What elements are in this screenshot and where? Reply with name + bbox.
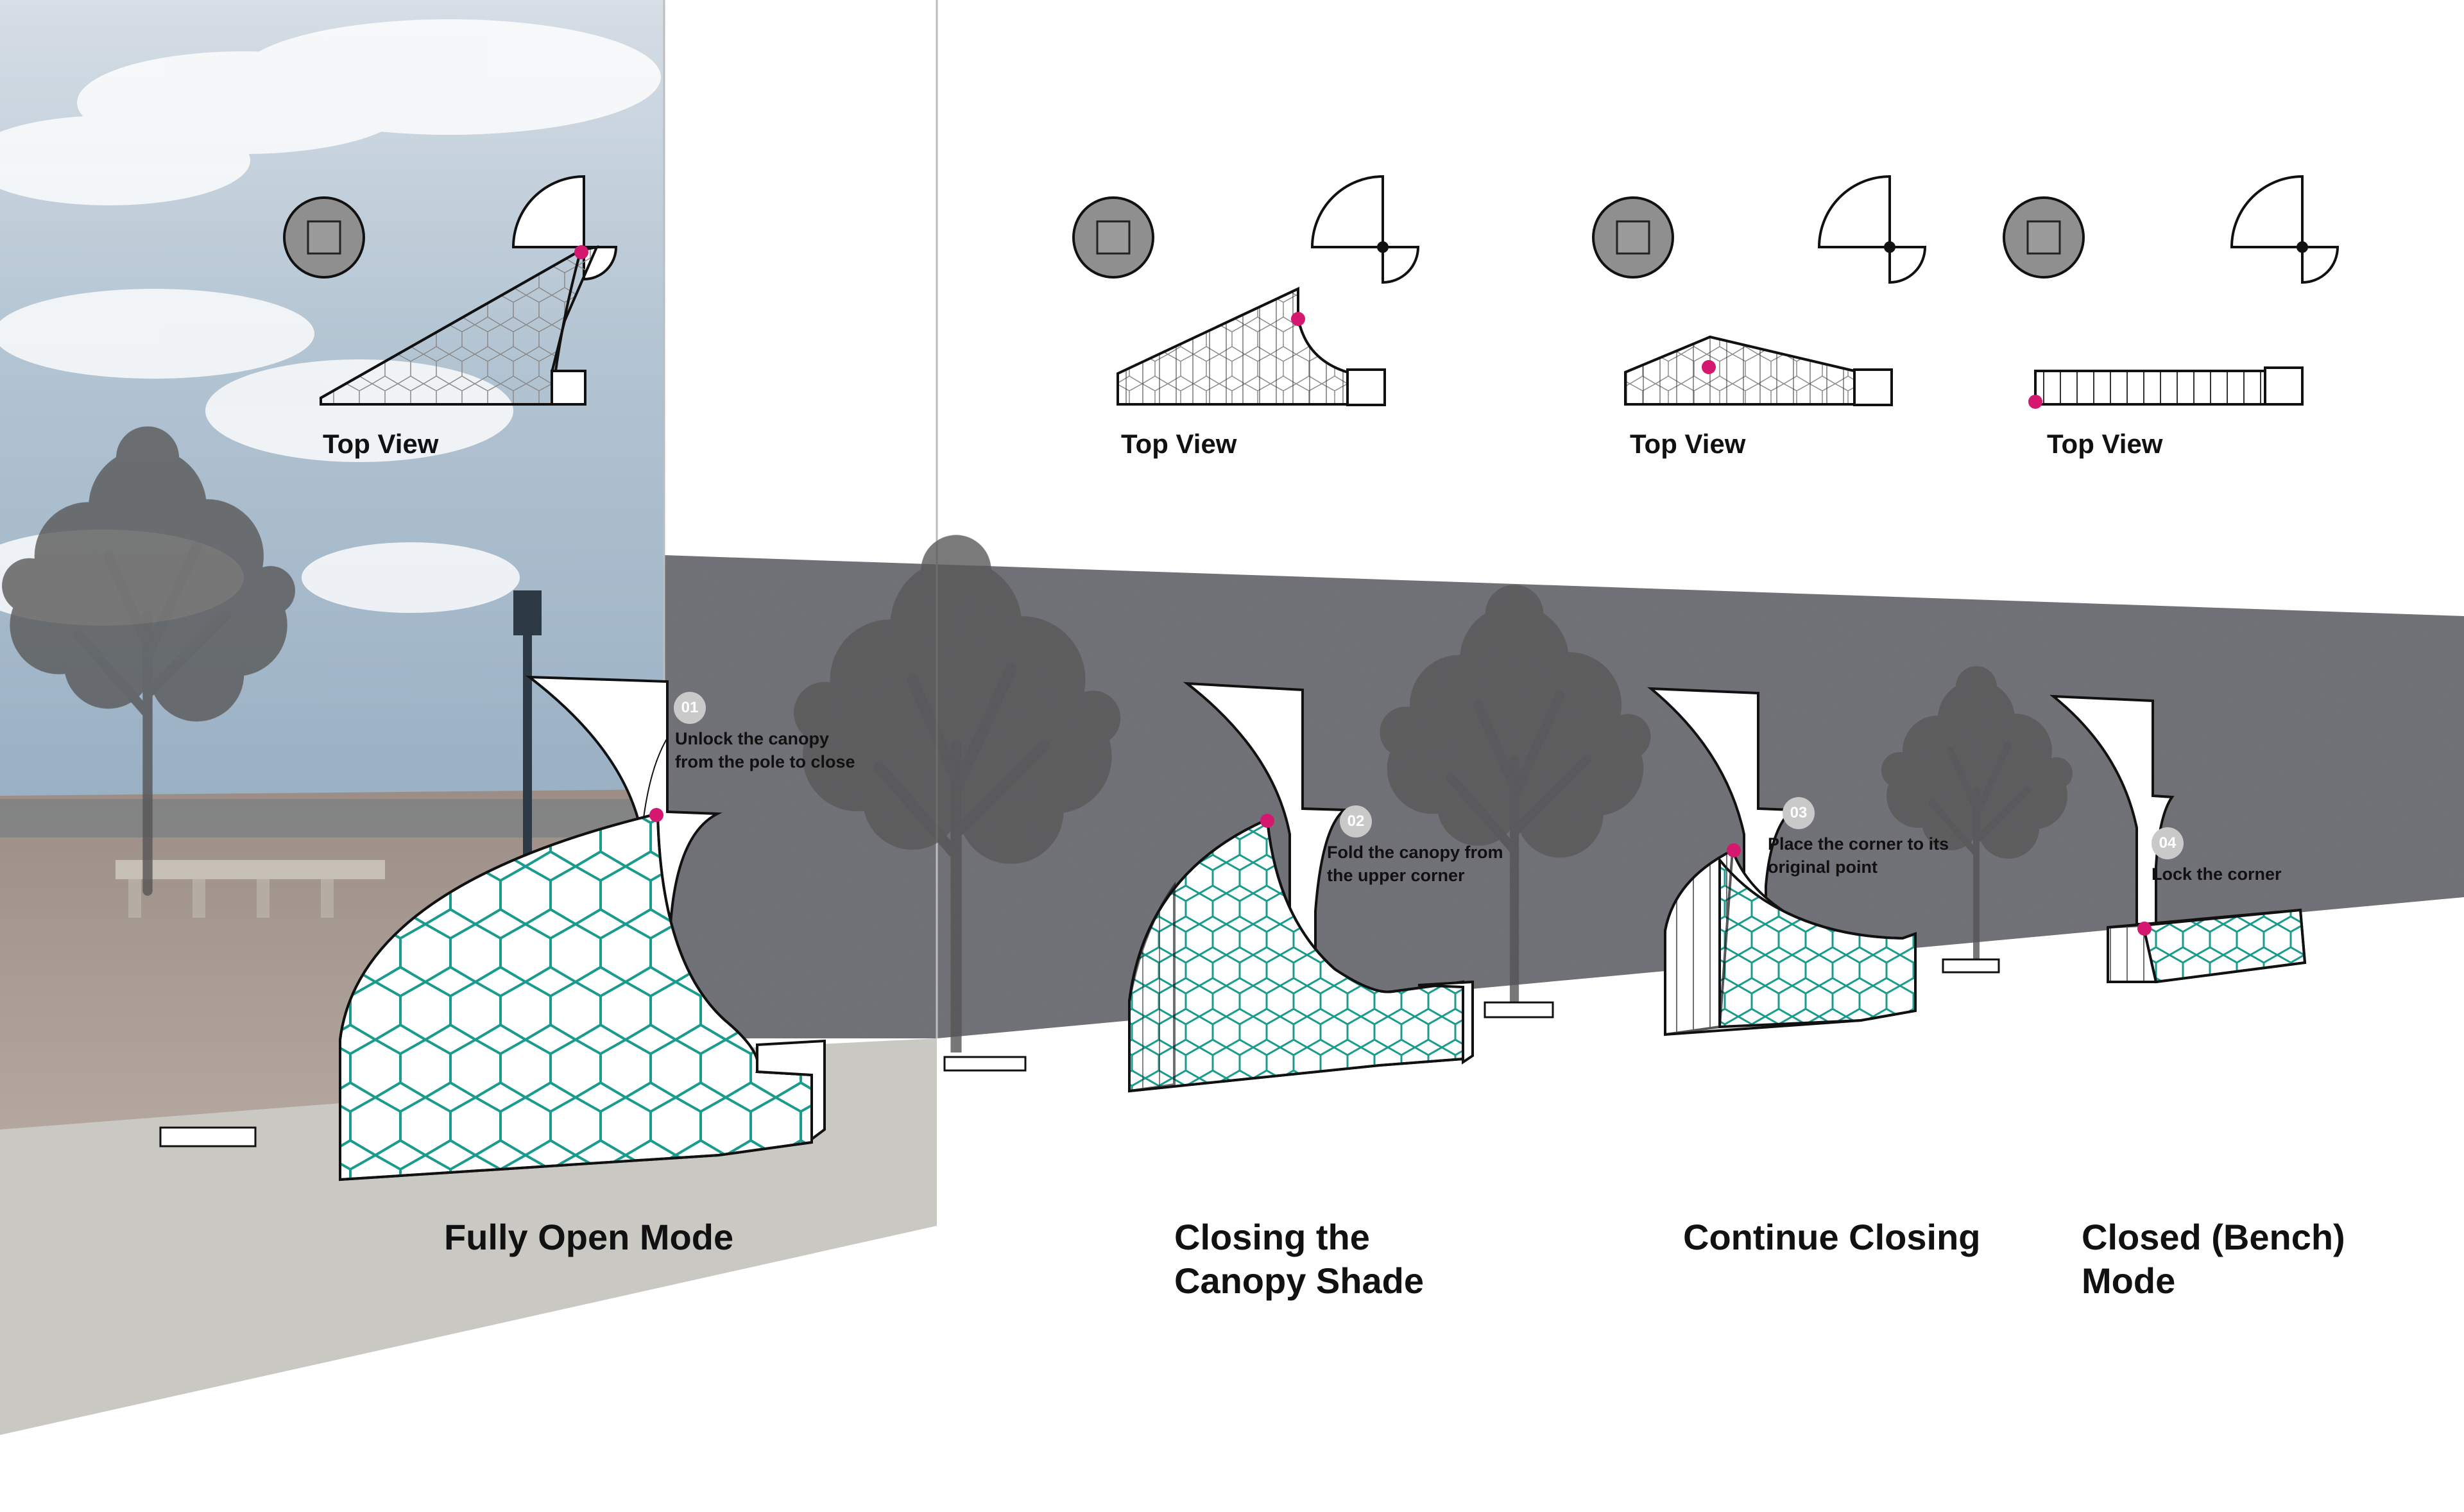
step-badge-3: 03 xyxy=(1783,797,1815,829)
top-view-plan-2 xyxy=(1072,175,1420,406)
canopy-continue-closing xyxy=(1647,687,1917,1036)
top-view-label-4: Top View xyxy=(2047,429,2163,459)
tree-base-plates xyxy=(159,958,2000,1147)
mode-title-4: Closed (Bench) Mode xyxy=(2082,1217,2345,1301)
canopy-closing xyxy=(1128,682,1474,1093)
top-view-label-3: Top View xyxy=(1630,429,1746,459)
step-text-1: Unlock the canopy from the pole to close xyxy=(675,729,855,771)
step-text-3: Place the corner to its original point xyxy=(1768,834,1949,877)
mode-title-1: Fully Open Mode xyxy=(444,1217,734,1257)
top-view-plan-1 xyxy=(283,175,618,406)
step-text-4: Lock the corner xyxy=(2152,864,2282,884)
step-text-2: Fold the canopy from the upper corner xyxy=(1327,843,1503,885)
step-badge-2: 02 xyxy=(1340,805,1372,838)
top-view-plan-4 xyxy=(2003,175,2340,409)
canopy-fully-open xyxy=(339,675,826,1181)
top-view-label-1: Top View xyxy=(323,429,439,459)
step-badge-1: 01 xyxy=(674,692,706,724)
step-badge-4: 04 xyxy=(2152,827,2184,859)
top-view-plan-3 xyxy=(1592,175,1927,406)
canopy-closed-bench xyxy=(2049,694,2307,984)
mode-title-2: Closing the Canopy Shade xyxy=(1174,1217,1424,1301)
top-view-label-2: Top View xyxy=(1121,429,1237,459)
mode-title-3: Continue Closing xyxy=(1683,1217,1981,1257)
